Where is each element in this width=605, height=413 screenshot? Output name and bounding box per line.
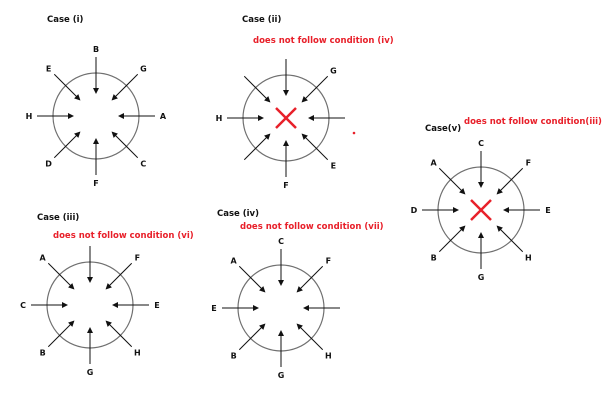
arrow-bottomright-icon: [296, 323, 324, 351]
arrow-label-topright: F: [326, 257, 331, 266]
case-title: Case(v): [425, 124, 461, 134]
arrow-label-topleft: A: [231, 257, 238, 266]
arrow-label-topright: F: [135, 254, 140, 263]
arrow-label-bottom: G: [87, 368, 94, 377]
arrow-label-bottomright: H: [325, 351, 332, 360]
case-title: Case (iv): [217, 209, 259, 219]
arrow-topright-icon: [105, 262, 133, 290]
arrow-bottomleft-icon: [243, 133, 271, 161]
arrow-bottomright-icon: [105, 320, 133, 348]
case-title: Case (iii): [37, 213, 79, 223]
arrow-label-topleft: A: [431, 159, 438, 168]
arrow-label-bottomleft: B: [40, 348, 46, 357]
arrow-label-right: E: [154, 301, 159, 310]
violation-note: does not follow condition (iv): [253, 36, 394, 46]
case-ii-diagram: Case (ii) does not follow condition (iv) G…: [216, 15, 394, 190]
arrow-bottomleft-icon: [47, 320, 75, 348]
arrow-label-bottomright: C: [140, 159, 146, 168]
case-v-diagram: Case(v)does not follow condition(iii) C F E…: [411, 117, 602, 282]
arrow-topright-icon: [111, 73, 139, 101]
arrow-label-bottomleft: D: [45, 159, 52, 168]
arrow-label-bottomright: H: [134, 348, 141, 357]
arrow-label-top: C: [478, 139, 484, 148]
arrow-bottomright-icon: [496, 225, 524, 253]
arrow-label-left: H: [216, 114, 223, 123]
arrow-bottomright-icon: [111, 131, 139, 159]
red-dot: [352, 131, 356, 135]
arrow-label-bottom: G: [278, 371, 285, 380]
arrow-label-left: D: [411, 206, 418, 215]
case-iii-diagram: Case (iii) does not follow condition (vi)…: [20, 213, 194, 377]
arrow-topleft-icon: [238, 265, 266, 293]
cross-icon: [470, 199, 492, 221]
arrow-bottomleft-icon: [438, 225, 466, 253]
case-i-diagram: Case (i) B G A C F D H E: [26, 15, 167, 188]
arrow-label-top: C: [278, 237, 284, 246]
arrow-label-left: E: [211, 304, 216, 313]
arrow-label-right: E: [545, 206, 550, 215]
arrow-label-topright: G: [140, 65, 147, 74]
arrow-bottomright-icon: [301, 133, 329, 161]
case-title: Case (i): [47, 15, 84, 25]
arrow-label-top: B: [93, 45, 99, 54]
arrow-topleft-icon: [53, 73, 81, 101]
violation-note: does not follow condition(iii): [464, 117, 602, 127]
case-title: Case (ii): [242, 15, 281, 25]
arrow-label-topright: F: [526, 159, 531, 168]
arrow-label-topleft: E: [46, 65, 51, 74]
arrow-label-bottomleft: B: [231, 351, 237, 360]
arrow-label-topleft: A: [40, 254, 47, 263]
arrow-label-topright: G: [330, 67, 337, 76]
arrow-topright-icon: [296, 265, 324, 293]
arrow-label-bottomright: E: [331, 161, 336, 170]
arrow-bottomleft-icon: [238, 323, 266, 351]
arrow-label-left: C: [20, 301, 26, 310]
arrow-label-bottomright: H: [525, 253, 532, 262]
arrow-topleft-icon: [47, 262, 75, 290]
arrow-label-bottom: F: [93, 179, 98, 188]
arrow-topright-icon: [301, 75, 329, 103]
cross-icon: [275, 107, 297, 129]
case-iv-diagram: Case (iv) does not follow condition (vii)…: [211, 209, 383, 380]
arrow-topleft-icon: [438, 167, 466, 195]
arrow-label-bottom: F: [283, 181, 288, 190]
arrow-label-left: H: [26, 112, 33, 121]
arrow-label-bottomleft: B: [431, 253, 437, 262]
violation-note: does not follow condition (vii): [240, 222, 384, 232]
arrow-label-right: A: [160, 112, 167, 121]
violation-note: does not follow condition (vi): [53, 231, 194, 241]
arrow-bottomleft-icon: [53, 131, 81, 159]
arrow-topright-icon: [496, 167, 524, 195]
arrow-topleft-icon: [243, 75, 271, 103]
arrow-label-bottom: G: [478, 273, 485, 282]
